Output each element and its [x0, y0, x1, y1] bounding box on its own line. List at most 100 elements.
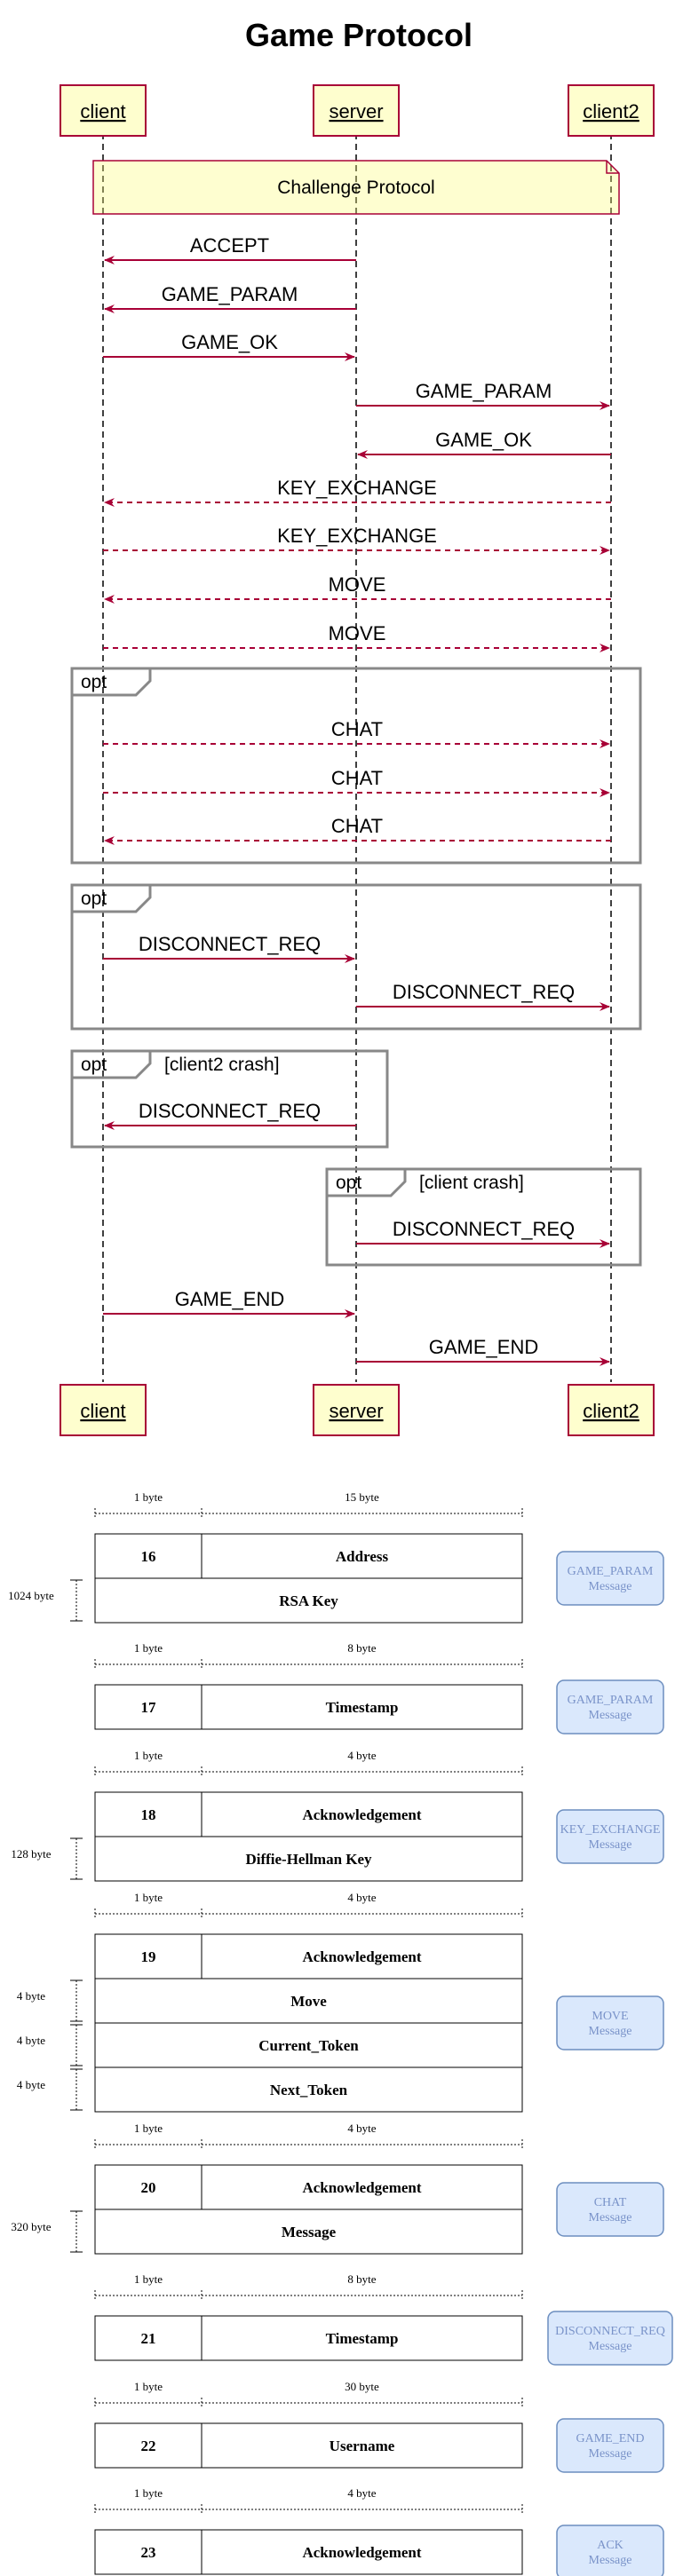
participant-client2-top: client2	[568, 84, 655, 137]
byte-label: 1 byte	[134, 1891, 163, 1904]
participant-box	[60, 84, 147, 137]
header-row	[94, 1933, 523, 1979]
message-move: MOVE	[104, 573, 611, 604]
message-label: GAME_END	[429, 1336, 538, 1358]
diagram-title: Game Protocol	[245, 17, 473, 53]
badge-title: KEY_EXCHANGE	[560, 1823, 661, 1837]
participant-box	[568, 1384, 655, 1436]
badge-subtitle: Message	[589, 2025, 632, 2038]
field-row	[94, 1836, 523, 1882]
header-row	[94, 2422, 523, 2469]
message-game-end: GAME_END	[103, 1288, 355, 1318]
message-game-ok: GAME_OK	[103, 331, 355, 361]
participant-label: server	[329, 100, 383, 122]
fragment-tab	[72, 1051, 152, 1079]
fragment-opt-4: opt[client crash]	[325, 1167, 642, 1267]
byte-label: 1 byte	[134, 1749, 163, 1762]
header-row	[94, 1684, 523, 1730]
field-name: Next_Token	[270, 2082, 348, 2098]
message-game-param: GAME_PARAM	[356, 380, 610, 410]
fragment-opt-3: opt[client2 crash]	[70, 1049, 389, 1149]
byte-label: 4 byte	[347, 2486, 376, 2500]
packet-id: 22	[141, 2438, 156, 2454]
packet-field: Timestamp	[326, 1699, 399, 1716]
field-size: 320 byte	[11, 2220, 51, 2233]
byte-label: 1 byte	[134, 2272, 163, 2286]
byte-label: 8 byte	[347, 2272, 376, 2286]
message-label: ACCEPT	[190, 234, 269, 257]
fragment-frame	[70, 883, 642, 1031]
byte-label: 4 byte	[347, 1749, 376, 1762]
fragment-tab	[327, 1169, 407, 1197]
participant-label: client2	[583, 1400, 639, 1422]
field-row	[94, 2022, 523, 2068]
message-key-exchange: KEY_EXCHANGE	[103, 525, 610, 555]
badge-subtitle: Message	[589, 2447, 632, 2461]
participant-client-top: client	[60, 84, 147, 137]
badge-subtitle: Message	[589, 1580, 632, 1593]
badge-title: ACK	[597, 2539, 623, 2552]
message-disconnect-req: DISCONNECT_REQ	[103, 933, 355, 963]
header-row	[94, 2164, 523, 2210]
participant-box	[313, 84, 400, 137]
message-label: GAME_PARAM	[162, 283, 298, 305]
badge-title: MOVE	[592, 2010, 628, 2023]
message-disconnect-req: DISCONNECT_REQ	[104, 1100, 356, 1130]
participant-client-bottom: client	[60, 1384, 147, 1436]
message-disconnect-req: DISCONNECT_REQ	[356, 1218, 610, 1248]
header-row	[94, 1533, 523, 1579]
packet-id: 23	[141, 2544, 156, 2561]
participant-box	[568, 84, 655, 137]
message-game-end: GAME_END	[356, 1336, 610, 1366]
fragment-keyword: opt	[81, 1055, 107, 1075]
byte-label: 4 byte	[347, 2122, 376, 2135]
message-label: DISCONNECT_REQ	[393, 981, 575, 1003]
badge-title: GAME_END	[576, 2432, 645, 2446]
field-row	[94, 2209, 523, 2255]
participant-client2-bottom: client2	[568, 1384, 655, 1436]
field-row	[94, 1577, 523, 1624]
challenge-protocol-note: Challenge Protocol	[92, 160, 620, 215]
badge-title: DISCONNECT_REQ	[555, 2325, 665, 2338]
fragment-keyword: opt	[81, 889, 107, 909]
field-name: Message	[282, 2224, 337, 2240]
message-label: CHAT	[331, 718, 383, 740]
byte-label: 30 byte	[345, 2380, 379, 2393]
packet-field: Timestamp	[326, 2330, 399, 2347]
field-size: 1024 byte	[8, 1589, 54, 1602]
badge-title: GAME_PARAM	[568, 1694, 654, 1707]
byte-label: 4 byte	[347, 1891, 376, 1904]
byte-label: 1 byte	[134, 2122, 163, 2135]
packet-field: Acknowledgement	[302, 1806, 421, 1823]
fragment-keyword: opt	[336, 1173, 361, 1193]
badge-box	[556, 2418, 664, 2473]
packet-id: 20	[141, 2179, 156, 2196]
badge-title: GAME_PARAM	[568, 1565, 654, 1578]
byte-label: 15 byte	[345, 1490, 379, 1504]
message-label: GAME_OK	[435, 429, 532, 451]
byte-label: 1 byte	[134, 1641, 163, 1655]
message-chat: CHAT	[104, 815, 611, 845]
badge-box	[547, 2311, 673, 2366]
badge-box	[556, 1679, 664, 1734]
messages: ACCEPTGAME_PARAMGAME_OKGAME_PARAMGAME_OK…	[103, 234, 611, 1366]
packet-field: Acknowledgement	[302, 2179, 421, 2196]
message-accept: ACCEPT	[104, 234, 356, 265]
message-disconnect-req: DISCONNECT_REQ	[356, 981, 610, 1011]
message-label: CHAT	[331, 815, 383, 837]
field-name: Diffie-Hellman Key	[245, 1851, 372, 1868]
field-size: 128 byte	[11, 1847, 51, 1861]
byte-label: 1 byte	[134, 1490, 163, 1504]
